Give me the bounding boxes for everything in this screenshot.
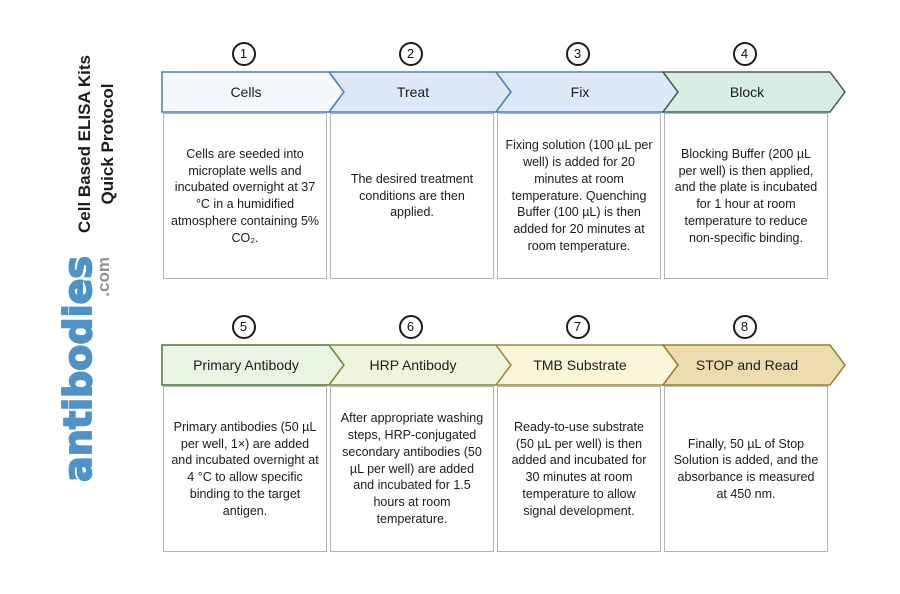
step-label: HRP Antibody [370, 357, 457, 373]
step-description-text: Cells are seeded into microplate wells a… [171, 146, 320, 245]
antibodies-logo: antibodies .com [55, 255, 121, 496]
step-description-box: Primary antibodies (50 µL per well, 1×) … [163, 386, 327, 552]
step-description-box: After appropriate washing steps, HRP-con… [330, 386, 494, 552]
step-label: Treat [397, 84, 429, 100]
step-description-box: Blocking Buffer (200 µL per well) is the… [664, 113, 828, 279]
step-number-badge: 6 [398, 315, 423, 339]
step-description-box: Finally, 50 µL of Stop Solution is added… [664, 386, 828, 552]
step-number-row: 5 6 7 8 [160, 315, 848, 339]
step-number-badge: 5 [231, 315, 256, 339]
step-label: TMB Substrate [533, 357, 627, 373]
arrow-band: Cells Treat Fix Block [161, 71, 846, 113]
step-number-cell: 2 [327, 42, 494, 66]
step-description-box: Fixing solution (100 µL per well) is add… [497, 113, 661, 279]
arrow-band: Primary Antibody HRP Antibody TMB Substrat… [161, 344, 846, 386]
step-description-text: Primary antibodies (50 µL per well, 1×) … [171, 419, 319, 518]
step-number-badge: 4 [732, 42, 757, 66]
step-number-cell: 3 [494, 42, 661, 66]
step-label: Fix [571, 84, 590, 100]
step-description-text: The desired treatment conditions are the… [350, 171, 474, 220]
page-title: Cell Based ELISA Kits Quick Protocol [73, 44, 119, 244]
step-number-cell: 1 [160, 42, 327, 66]
step-number-cell: 5 [160, 315, 327, 339]
step-description-box: The desired treatment conditions are the… [330, 113, 494, 279]
step-number-badge: 2 [398, 42, 423, 66]
step-description-box: Cells are seeded into microplate wells a… [163, 113, 327, 279]
step-description-box: Ready-to-use substrate (50 µL per well) … [497, 386, 661, 552]
step-label: Block [730, 84, 765, 100]
step-number-cell: 8 [661, 315, 828, 339]
step-description-text: Finally, 50 µL of Stop Solution is added… [673, 436, 819, 501]
page-title-line1: Cell Based ELISA Kits [75, 55, 94, 233]
step-number-badge: 3 [565, 42, 590, 66]
description-row: Primary antibodies (50 µL per well, 1×) … [160, 386, 848, 552]
step-label: STOP and Read [696, 357, 798, 373]
step-number-cell: 7 [494, 315, 661, 339]
step-number-cell: 4 [661, 42, 828, 66]
step-arrow [661, 71, 846, 113]
description-row: Cells are seeded into microplate wells a… [160, 113, 848, 279]
step-description-text: Blocking Buffer (200 µL per well) is the… [674, 146, 818, 245]
step-number-cell: 6 [327, 315, 494, 339]
step-description-text: Fixing solution (100 µL per well) is add… [505, 138, 653, 253]
page-title-line2: Quick Protocol [98, 83, 117, 205]
logo-wordmark: antibodies [55, 255, 101, 483]
step-arrow [661, 344, 846, 386]
step-number-row: 1 2 3 4 [160, 42, 848, 66]
step-label: Cells [230, 84, 261, 100]
step-description-text: Ready-to-use substrate (50 µL per well) … [511, 419, 647, 518]
step-description-text: After appropriate washing steps, HRP-con… [340, 411, 484, 526]
step-number-badge: 8 [732, 315, 757, 339]
step-number-badge: 1 [231, 42, 256, 66]
step-number-badge: 7 [565, 315, 590, 339]
step-label: Primary Antibody [193, 357, 299, 373]
